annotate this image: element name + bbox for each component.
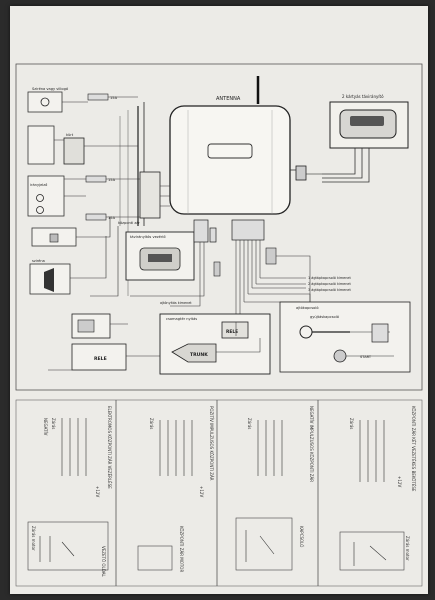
panel-3-ground: Zárás	[247, 418, 252, 429]
line-1-label: 1 ágtápkapcsoló kimenet	[308, 276, 351, 280]
flashers-box	[27, 175, 65, 217]
siren-box	[27, 91, 63, 113]
panel-3: NEGATÍV IMPULZUSOS KÖZPONTI ZÁR Zárás KA…	[235, 406, 314, 571]
panel-1-caption: VEZETŐ OLDAL	[101, 546, 106, 578]
siren-top-label: Sziréna vagy villogó	[32, 87, 68, 91]
antenna-label: ANTENNA	[216, 96, 241, 102]
connector-b	[231, 219, 265, 241]
main-connector	[139, 171, 161, 219]
fuse-1-label: 15A	[110, 96, 118, 100]
starter-label: START	[360, 355, 372, 359]
horn-relay	[63, 137, 85, 165]
main-control-unit	[169, 105, 291, 215]
fuse-1	[87, 93, 109, 101]
trunk-section	[159, 313, 271, 375]
main-connector-label: központi zár	[118, 221, 140, 225]
panel-4: KÖZPONTI ZÁR KÉT VEZETÉKES BEKÖTÉSE Zárá…	[339, 406, 416, 571]
horn-label: kürt	[66, 133, 74, 137]
ignition-section	[279, 301, 411, 373]
ignition-relay	[371, 323, 389, 343]
panel-1: ELEKTROMOS KÖZPONTI ZÁR VEZÉRLÉSE Zárás …	[27, 406, 112, 578]
flashers-label: irányjelző	[30, 183, 47, 187]
panel-3-title: NEGATÍV IMPULZUSOS KÖZPONTI ZÁR	[309, 406, 314, 482]
panel-1-title: ELEKTROMOS KÖZPONTI ZÁR VEZÉRLÉSE	[107, 406, 112, 489]
panel-4-voltage: +12V	[397, 476, 402, 487]
diagram-canvas: ANTENNA 2 kártyás távirányító Sziréna va…	[15, 63, 423, 587]
door-switch-label: ajtókapcsoló	[296, 306, 319, 310]
remote-connector	[295, 165, 307, 181]
panel-4-title: KÖZPONTI ZÁR KÉT VEZETÉKES BEKÖTÉSE	[411, 406, 416, 492]
wiring-diagram-sheet: ANTENNA 2 kártyás távirányító Sziréna va…	[10, 6, 428, 594]
remote-unit-label: 2 kártyás távirányító	[342, 94, 384, 99]
trunk-label: TRUNK	[190, 352, 208, 358]
relay-c-label: RELE	[94, 356, 107, 362]
siren-low-label: sziréna	[32, 259, 45, 263]
fuse-3-label: 15A	[108, 216, 116, 220]
panel-1-foot: Zárás motor	[31, 526, 36, 551]
panel-4-ground: Zárás	[349, 418, 354, 429]
accessory-label: ajtónyitás kimenet	[160, 301, 192, 305]
trunk-caption: csomagtér nyitás	[166, 317, 197, 321]
trunk-actuator	[171, 343, 217, 363]
panel-2-ground: Zárás	[149, 418, 154, 429]
relay-c-box	[71, 343, 127, 371]
panel-3-foot: KAPCSOLÓ	[299, 526, 304, 547]
line-2-label: 2 ágtápkapcsoló kimenet	[308, 282, 351, 286]
panel-2: POZITÍV IMPULZUSOS KÖZPONTI ZÁR Zárás +1…	[137, 406, 214, 572]
panel-2-voltage: +12V	[199, 486, 204, 497]
panel-2-title: POZITÍV IMPULZUSOS KÖZPONTI ZÁR	[209, 406, 214, 481]
panel-2-foot: KÖZPONTI ZÁR MOTOR	[179, 526, 184, 572]
ignition-label: gyújtáskapcsoló	[310, 315, 339, 319]
top-frame	[15, 63, 423, 391]
connector-a	[193, 219, 209, 243]
panel-1-ground: Zárás	[51, 418, 56, 429]
panel-1-voltage: +12V	[95, 486, 100, 497]
relay-b-label: RELE	[226, 329, 238, 335]
panel-1-label: NEGATÍV	[43, 418, 48, 436]
line-3-label: 3 ágtápkapcsoló kimenet	[308, 288, 351, 292]
controller-label: távirányítós vezérlő	[130, 235, 166, 239]
control-unit-window	[207, 143, 253, 159]
horn-box	[27, 125, 55, 165]
relay-b-box	[221, 321, 249, 339]
fuse-2	[85, 175, 107, 183]
starter-motor	[333, 349, 347, 363]
fuse-2-label: 15A	[108, 178, 116, 182]
fuse-3	[85, 213, 107, 221]
panel-4-foot: Zárás motor	[405, 536, 410, 561]
